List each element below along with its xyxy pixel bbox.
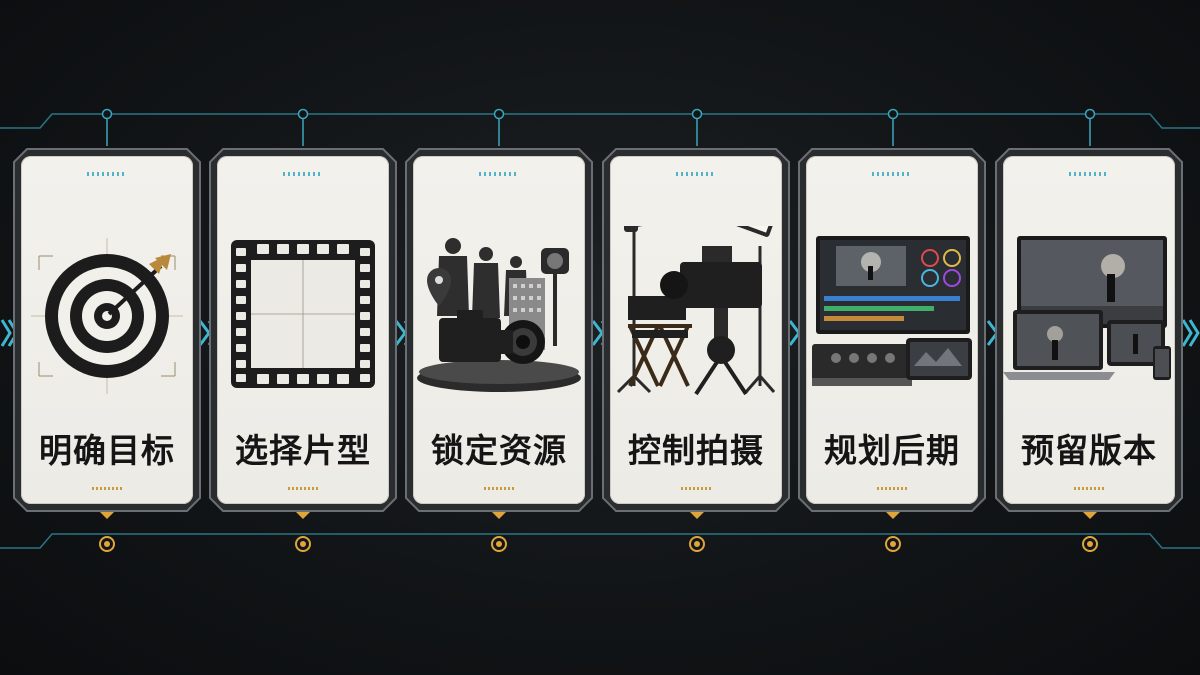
step-label: 锁定资源 bbox=[431, 431, 567, 470]
step-card-6: 预留版本 bbox=[995, 148, 1183, 512]
step-node bbox=[295, 511, 311, 552]
target-icon bbox=[31, 238, 183, 394]
step-label: 明确目标 bbox=[39, 431, 175, 470]
step-node bbox=[1082, 511, 1098, 552]
film-frame-icon bbox=[231, 240, 375, 388]
step-node bbox=[885, 511, 901, 552]
step-card-1: 明确目标 bbox=[13, 148, 201, 512]
card-bottom-ticks bbox=[92, 487, 122, 490]
film-set-icon bbox=[616, 226, 777, 396]
card-bottom-ticks bbox=[681, 487, 711, 490]
step-label: 预留版本 bbox=[1021, 431, 1157, 470]
card-bottom-ticks bbox=[288, 487, 318, 490]
step-label: 控制拍摄 bbox=[628, 431, 764, 470]
editing-suite-icon bbox=[812, 236, 972, 386]
multi-device-icon bbox=[1003, 236, 1171, 380]
step-card-2: 选择片型 bbox=[209, 148, 397, 512]
card-top-ticks bbox=[1069, 172, 1109, 176]
card-bottom-ticks bbox=[484, 487, 514, 490]
step-label: 选择片型 bbox=[235, 431, 371, 470]
card-top-ticks bbox=[676, 172, 716, 176]
step-card-3: 锁定资源 bbox=[405, 148, 593, 512]
resources-icon bbox=[417, 238, 581, 392]
card-top-ticks bbox=[479, 172, 519, 176]
card-bottom-ticks bbox=[1074, 487, 1104, 490]
card-top-ticks bbox=[283, 172, 323, 176]
card-top-ticks bbox=[872, 172, 912, 176]
step-node bbox=[689, 511, 705, 552]
step-node bbox=[99, 511, 115, 552]
step-card-4: 控制拍摄 bbox=[602, 148, 790, 512]
card-bottom-ticks bbox=[877, 487, 907, 490]
step-label: 规划后期 bbox=[824, 431, 960, 470]
card-top-ticks bbox=[87, 172, 127, 176]
step-card-5: 规划后期 bbox=[798, 148, 986, 512]
step-node bbox=[491, 511, 507, 552]
